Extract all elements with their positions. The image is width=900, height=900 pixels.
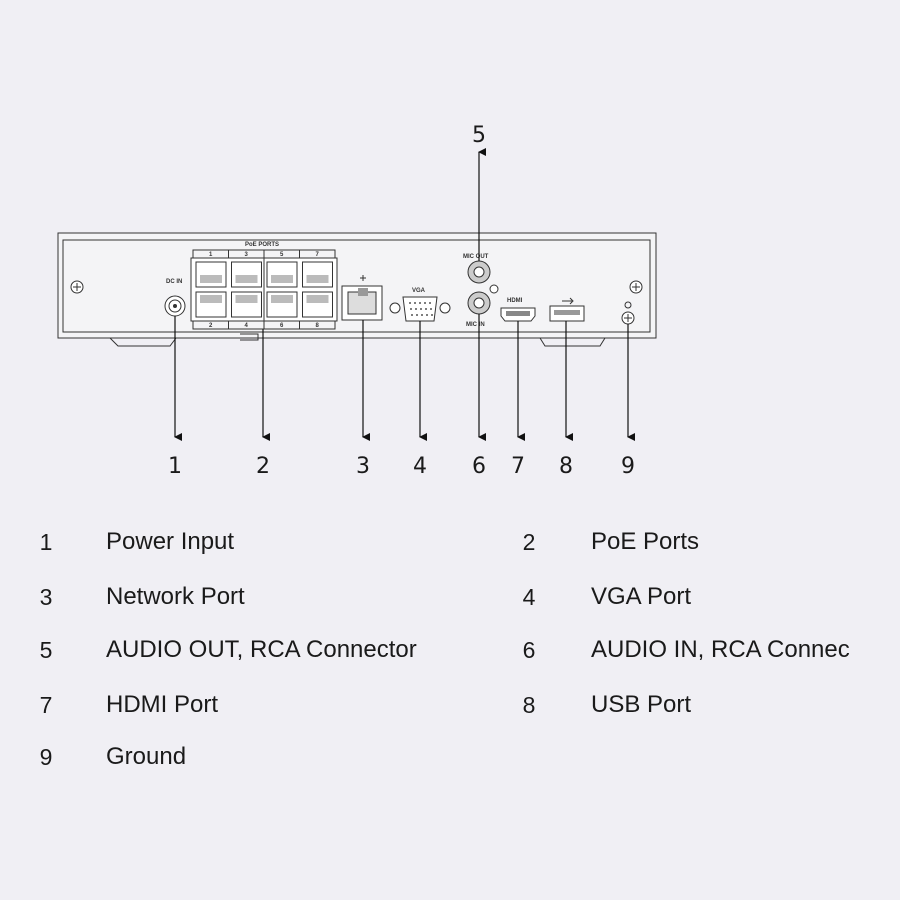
callout-number: 9	[621, 454, 635, 479]
legend-label: USB Port	[591, 691, 692, 718]
svg-text:MIC IN: MIC IN	[466, 322, 485, 328]
legend-number: 5	[39, 637, 53, 663]
svg-text:DC IN: DC IN	[166, 279, 182, 285]
poe-port-number: 5	[280, 252, 284, 258]
rj45-port	[195, 261, 227, 288]
legend-number: 4	[522, 584, 536, 610]
legend-label: Network Port	[106, 583, 245, 610]
hdmi-port: HDMI	[500, 298, 536, 322]
poe-port-number: 6	[280, 323, 284, 329]
callout-number: 5	[472, 123, 486, 148]
svg-text:MIC OUT: MIC OUT	[463, 254, 489, 260]
callout-number: 6	[472, 454, 486, 479]
legend-label: PoE Ports	[591, 528, 700, 555]
legend-number: 1	[39, 529, 53, 555]
power-input-jack: DC IN	[164, 279, 186, 317]
callout-number: 4	[413, 454, 427, 479]
poe-port-number: 1	[209, 252, 213, 258]
legend-label: HDMI Port	[106, 691, 219, 718]
callout-number: 8	[559, 454, 573, 479]
legend-label: Ground	[106, 743, 187, 770]
callout-number: 7	[511, 454, 525, 479]
poe-port-number: 4	[245, 323, 249, 329]
legend-label: VGA Port	[591, 583, 692, 610]
legend-label: Power Input	[106, 528, 235, 555]
legend-number: 7	[39, 692, 53, 718]
rj45-port	[302, 261, 333, 288]
legend-number: 2	[522, 529, 536, 555]
rj45-port	[266, 261, 298, 288]
rj45-port	[231, 261, 262, 288]
mounting-screw-icon	[70, 280, 643, 294]
legend-number: 6	[522, 637, 536, 663]
poe-port-number: 7	[316, 252, 320, 258]
legend-label: AUDIO IN, RCA Connec	[591, 636, 850, 663]
svg-text:HDMI: HDMI	[507, 298, 523, 304]
audio-out-rca: MIC OUT	[463, 254, 491, 284]
audio-in-rca: MIC IN	[466, 284, 499, 328]
callout-number: 3	[356, 454, 370, 479]
network-port	[341, 275, 383, 321]
usb-port	[549, 297, 585, 322]
legend-number: 3	[39, 584, 53, 610]
svg-text:PoE PORTS: PoE PORTS	[245, 242, 279, 248]
poe-port-number: 2	[209, 323, 213, 329]
legend-number: 8	[522, 692, 536, 718]
callout-number: 1	[168, 454, 182, 479]
poe-ports: PoE PORTS 1 2 3 4 5 6 7 8	[190, 242, 338, 330]
callout-number: 2	[256, 454, 270, 479]
poe-port-number: 8	[316, 323, 320, 329]
legend-label: AUDIO OUT, RCA Connector	[106, 636, 417, 663]
poe-port-number: 3	[245, 252, 249, 258]
svg-text:VGA: VGA	[412, 288, 426, 294]
vga-port: VGA	[389, 288, 451, 322]
legend-number: 9	[39, 744, 53, 770]
